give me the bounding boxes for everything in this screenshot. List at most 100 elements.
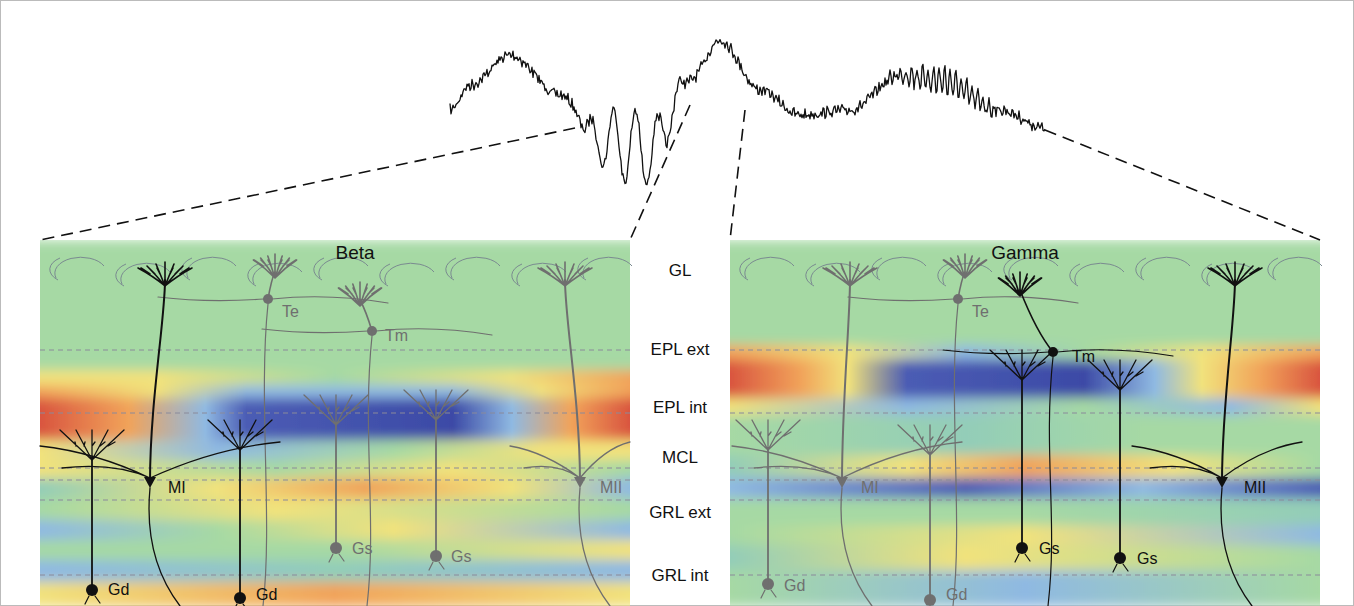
glomerulus-outline	[248, 264, 258, 286]
layer-boundary	[730, 500, 1320, 501]
neurite	[842, 280, 850, 482]
glomerulus-outline	[55, 257, 104, 278]
layer-label: MCL	[662, 449, 698, 466]
heatmap-band	[730, 345, 1320, 361]
neurite	[565, 280, 580, 482]
neurite	[262, 329, 492, 335]
neurite	[239, 450, 241, 598]
layer-boundary	[40, 575, 630, 576]
glomerulus-outline	[806, 264, 816, 286]
glomerulus-outline	[116, 264, 126, 286]
glomerulus-outline	[1070, 264, 1080, 286]
neurite	[943, 350, 1173, 356]
cell-label: Te	[972, 304, 989, 320]
neurite	[841, 488, 872, 606]
neurite	[253, 254, 296, 278]
panel-title: Gamma	[991, 243, 1059, 262]
neurite	[1132, 442, 1302, 478]
glomerulus-outline	[385, 263, 434, 284]
neurite	[1222, 280, 1235, 482]
neurite	[435, 420, 437, 556]
glomerulus-outline	[187, 257, 236, 278]
heatmap-band	[40, 240, 630, 371]
layer-label: GRL int	[651, 567, 708, 584]
cell-label: MI	[168, 480, 186, 496]
heatmap-band	[730, 570, 1320, 606]
layer-boundary	[730, 575, 1320, 576]
neurite	[338, 282, 381, 306]
heatmap-band	[730, 398, 1320, 416]
layer-boundary	[40, 500, 630, 501]
layer-label: EPL ext	[651, 341, 710, 358]
neurite	[85, 596, 100, 604]
zoom-line	[40, 128, 575, 240]
heatmap-band	[40, 560, 630, 583]
neurite	[1208, 262, 1262, 286]
neurite	[929, 455, 931, 600]
layer-label: GL	[669, 262, 692, 279]
neurite	[149, 488, 180, 606]
heatmap-band	[40, 398, 630, 441]
cell-label: Gs	[1039, 541, 1059, 557]
neurite	[404, 390, 468, 420]
heatmap-band	[40, 582, 630, 606]
cell-label: Gs	[352, 541, 372, 557]
glomerulus-outline	[451, 257, 500, 278]
layer-boundary	[730, 413, 1320, 414]
neurite	[761, 590, 776, 598]
cell-label: Tm	[1072, 349, 1095, 365]
glomerulus-outline	[50, 258, 60, 280]
layer-boundary	[40, 480, 630, 481]
neurite	[823, 262, 877, 286]
neurite	[1221, 488, 1252, 606]
neurite	[990, 350, 1054, 380]
glomerulus-outline	[314, 258, 324, 280]
neurite	[429, 562, 444, 570]
glomerulus-outline	[1141, 257, 1190, 278]
neurite	[1119, 390, 1121, 558]
glomerulus-outline	[938, 264, 948, 286]
neurite	[998, 272, 1041, 296]
cell-label: Te	[282, 304, 299, 320]
cell-label: Gs	[1137, 551, 1157, 567]
layer-boundary	[40, 350, 630, 351]
glomerulus-outline	[740, 258, 750, 280]
glomerulus-outline	[745, 257, 794, 278]
layer-boundary	[730, 350, 1320, 351]
neurite	[848, 297, 1078, 303]
glomerulus-outline	[1136, 258, 1146, 280]
lfp-trace	[450, 40, 1045, 185]
cell-label: MI	[861, 480, 879, 496]
layer-boundary	[40, 413, 630, 414]
cell-label: MII	[600, 480, 622, 496]
layer-label: EPL int	[653, 399, 707, 416]
glomerulus-outline	[877, 257, 926, 278]
heatmap-band	[40, 370, 630, 386]
neurite	[898, 425, 962, 455]
cell-label: Tm	[385, 328, 408, 344]
neurite	[91, 460, 93, 590]
neurite	[1020, 290, 1053, 352]
neurite	[263, 304, 268, 606]
glomerulus-outline	[583, 257, 632, 278]
neurite	[943, 254, 986, 278]
heatmap-band	[730, 498, 1320, 526]
neurite	[953, 304, 958, 606]
neurite	[1113, 564, 1128, 572]
neurite	[138, 262, 192, 286]
cell-label: Gd	[256, 587, 277, 603]
heatmap-band	[40, 498, 630, 521]
neurite	[304, 395, 368, 425]
heatmap-band	[730, 478, 1320, 499]
glomerulus-outline	[1202, 264, 1212, 286]
neurite	[1015, 554, 1030, 562]
glomerulus-outline	[446, 258, 456, 280]
heatmap-band	[40, 520, 630, 541]
neurite	[1088, 360, 1152, 390]
neurite	[1021, 380, 1023, 548]
neurite	[40, 442, 280, 478]
neurite	[767, 450, 769, 584]
heatmap-band	[730, 360, 1320, 399]
